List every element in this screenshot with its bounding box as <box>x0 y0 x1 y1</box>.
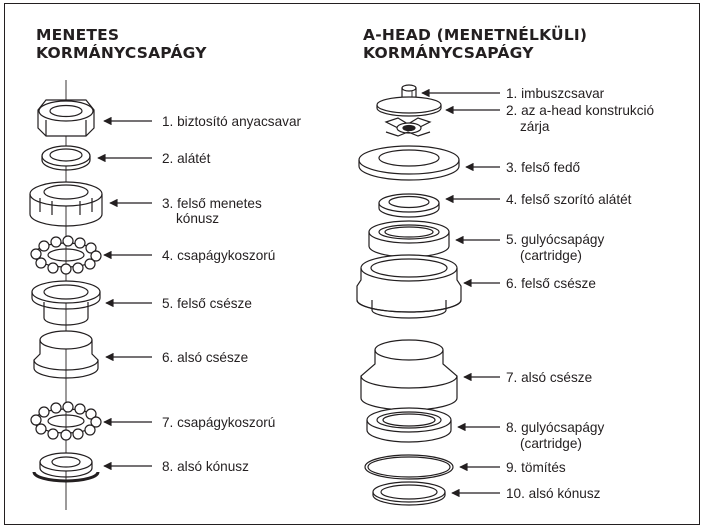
top-cap-part <box>377 97 441 116</box>
left-label-6: 6. alsó csésze <box>162 350 248 365</box>
left-label-7: 7. csapágykoszorú <box>162 415 275 430</box>
right-label-9: 9. tömítés <box>506 460 566 475</box>
right-label-8-line2: (cartridge) <box>520 436 582 451</box>
left-label-5: 5. felső csésze <box>162 296 252 311</box>
star-nut-part <box>386 118 430 136</box>
right-label-3: 3. felső fedő <box>506 160 580 175</box>
upper-cup-aheadset-part <box>357 255 461 318</box>
right-label-2-line2: zárja <box>520 119 549 134</box>
left-label-8: 8. alsó kónusz <box>162 459 249 474</box>
crown-race-aheadset-part <box>373 482 445 505</box>
left-label-3-line2: kónusz <box>176 211 219 226</box>
left-label-4: 4. csapágykoszorú <box>162 248 275 263</box>
right-label-7: 7. alsó csésze <box>506 370 592 385</box>
left-label-2: 2. alátét <box>162 151 210 166</box>
right-label-8: 8. gulyócsapágy <box>506 420 604 435</box>
lower-cup-aheadset-part <box>361 340 457 410</box>
right-label-5: 5. gulyócsapágy <box>506 232 604 247</box>
compression-ring-part <box>379 194 439 217</box>
crown-race-part <box>34 453 98 481</box>
right-label-2: 2. az a-head konstrukció <box>506 103 654 118</box>
right-label-4: 4. felső szorító alátét <box>506 192 631 207</box>
right-label-6: 6. felső csésze <box>506 276 596 291</box>
right-label-10: 10. alsó kónusz <box>506 486 600 501</box>
washer-part <box>42 146 90 170</box>
locknut-part <box>38 100 94 136</box>
cartridge-bearing-lower-part <box>367 408 451 442</box>
left-label-3: 3. felső menetes <box>162 196 262 211</box>
top-cover-part <box>359 146 459 180</box>
seal-part <box>365 455 453 479</box>
right-label-5-line2: (cartridge) <box>520 248 582 263</box>
cartridge-bearing-upper-part <box>369 221 449 257</box>
left-label-1: 1. biztosító anyacsavar <box>162 114 301 129</box>
right-label-1: 1. imbuszcsavar <box>506 86 604 101</box>
